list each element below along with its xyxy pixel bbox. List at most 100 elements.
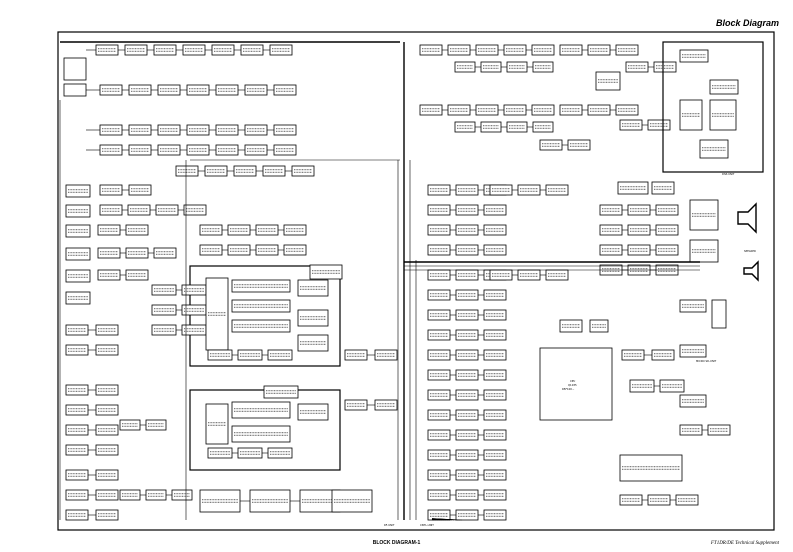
chain-block <box>262 165 286 177</box>
chain-block <box>615 44 639 56</box>
dsp-block <box>679 99 703 131</box>
cntl-block <box>619 454 683 482</box>
chain-block <box>419 104 443 116</box>
chain-block <box>157 84 181 96</box>
chain-block <box>455 369 479 381</box>
chain-block <box>480 121 502 133</box>
chain-block <box>503 44 527 56</box>
chain-block <box>119 489 141 501</box>
chain-block <box>455 449 479 461</box>
chain-block <box>204 165 228 177</box>
chain-block <box>427 329 451 341</box>
chain-block <box>227 244 251 256</box>
chain-block <box>273 144 297 156</box>
chain-block <box>455 184 479 196</box>
chain-block <box>269 44 293 56</box>
tx-block <box>263 385 299 399</box>
left-column-block <box>95 404 119 416</box>
chain-block <box>344 399 368 411</box>
chain-block <box>475 44 499 56</box>
chain-block <box>483 489 507 501</box>
chain-block <box>483 469 507 481</box>
left-column-block <box>95 384 119 396</box>
chain-block <box>427 244 451 256</box>
chain-block <box>647 494 671 506</box>
pll-block <box>231 279 291 293</box>
chain-block <box>539 139 563 151</box>
chain-block <box>127 204 151 216</box>
dsp-block <box>679 49 709 63</box>
chain-block <box>455 329 479 341</box>
chain-block <box>629 379 655 393</box>
chain-block <box>99 204 123 216</box>
chain-block <box>455 204 479 216</box>
antenna-filter-block <box>63 83 87 97</box>
rf-chain-row-1 <box>86 44 293 56</box>
chain-block <box>227 224 251 236</box>
pll-block <box>205 277 229 351</box>
chain-block <box>181 324 207 336</box>
chain-block <box>489 184 513 196</box>
left-column-block <box>95 489 119 501</box>
chain-block <box>647 119 671 131</box>
left-column-block <box>65 444 89 456</box>
chain-block <box>157 124 181 136</box>
chain-block <box>480 61 502 73</box>
chain-block <box>273 124 297 136</box>
chain-block <box>447 44 471 56</box>
chain-block <box>659 379 685 393</box>
chain-block <box>267 349 293 361</box>
chain-block <box>291 165 315 177</box>
cpu-block <box>539 347 613 421</box>
micro-sd-block <box>711 299 727 329</box>
chain-block <box>128 184 152 196</box>
dsp-block <box>709 79 739 95</box>
chain-block <box>215 124 239 136</box>
chain-block <box>599 224 623 236</box>
chain-block <box>621 349 645 361</box>
chain-block <box>97 269 121 281</box>
chain-block <box>427 289 451 301</box>
left-column-block <box>65 247 91 261</box>
chain-block <box>483 309 507 321</box>
chain-block <box>99 144 123 156</box>
bottom-connectors <box>431 518 463 521</box>
left-column-block <box>95 469 119 481</box>
left-column-block <box>95 324 119 336</box>
chain-block <box>95 44 119 56</box>
chain-block <box>175 165 199 177</box>
chain-block <box>427 224 451 236</box>
chain-block <box>331 489 373 513</box>
chain-block <box>627 204 651 216</box>
left-column-block <box>65 489 89 501</box>
chain-block <box>233 165 257 177</box>
chain-block <box>97 224 121 236</box>
chain-block <box>483 244 507 256</box>
chain-block <box>153 247 177 259</box>
left-column-block <box>95 424 119 436</box>
chain-block <box>151 324 177 336</box>
chain-block <box>483 329 507 341</box>
chain-block <box>427 449 451 461</box>
chain-block <box>625 61 649 73</box>
chain-block <box>599 204 623 216</box>
chain-block <box>455 244 479 256</box>
left-column-block <box>65 324 89 336</box>
chain-block <box>455 489 479 501</box>
chain-block <box>181 304 207 316</box>
chain-block <box>237 447 263 459</box>
pll-block <box>297 279 329 297</box>
chain-block <box>679 424 703 436</box>
chain-block <box>427 309 451 321</box>
chain-block <box>627 224 651 236</box>
chain-block <box>125 247 149 259</box>
chain-block <box>483 429 507 441</box>
pll-region-blocks <box>151 224 398 361</box>
rf-chain-row-3 <box>86 124 297 136</box>
dsp-block <box>709 99 737 131</box>
left-column-block <box>65 184 91 198</box>
dsp-block <box>699 139 729 159</box>
left-column-block <box>65 291 91 305</box>
chain-block <box>283 244 307 256</box>
chain-block <box>503 104 527 116</box>
